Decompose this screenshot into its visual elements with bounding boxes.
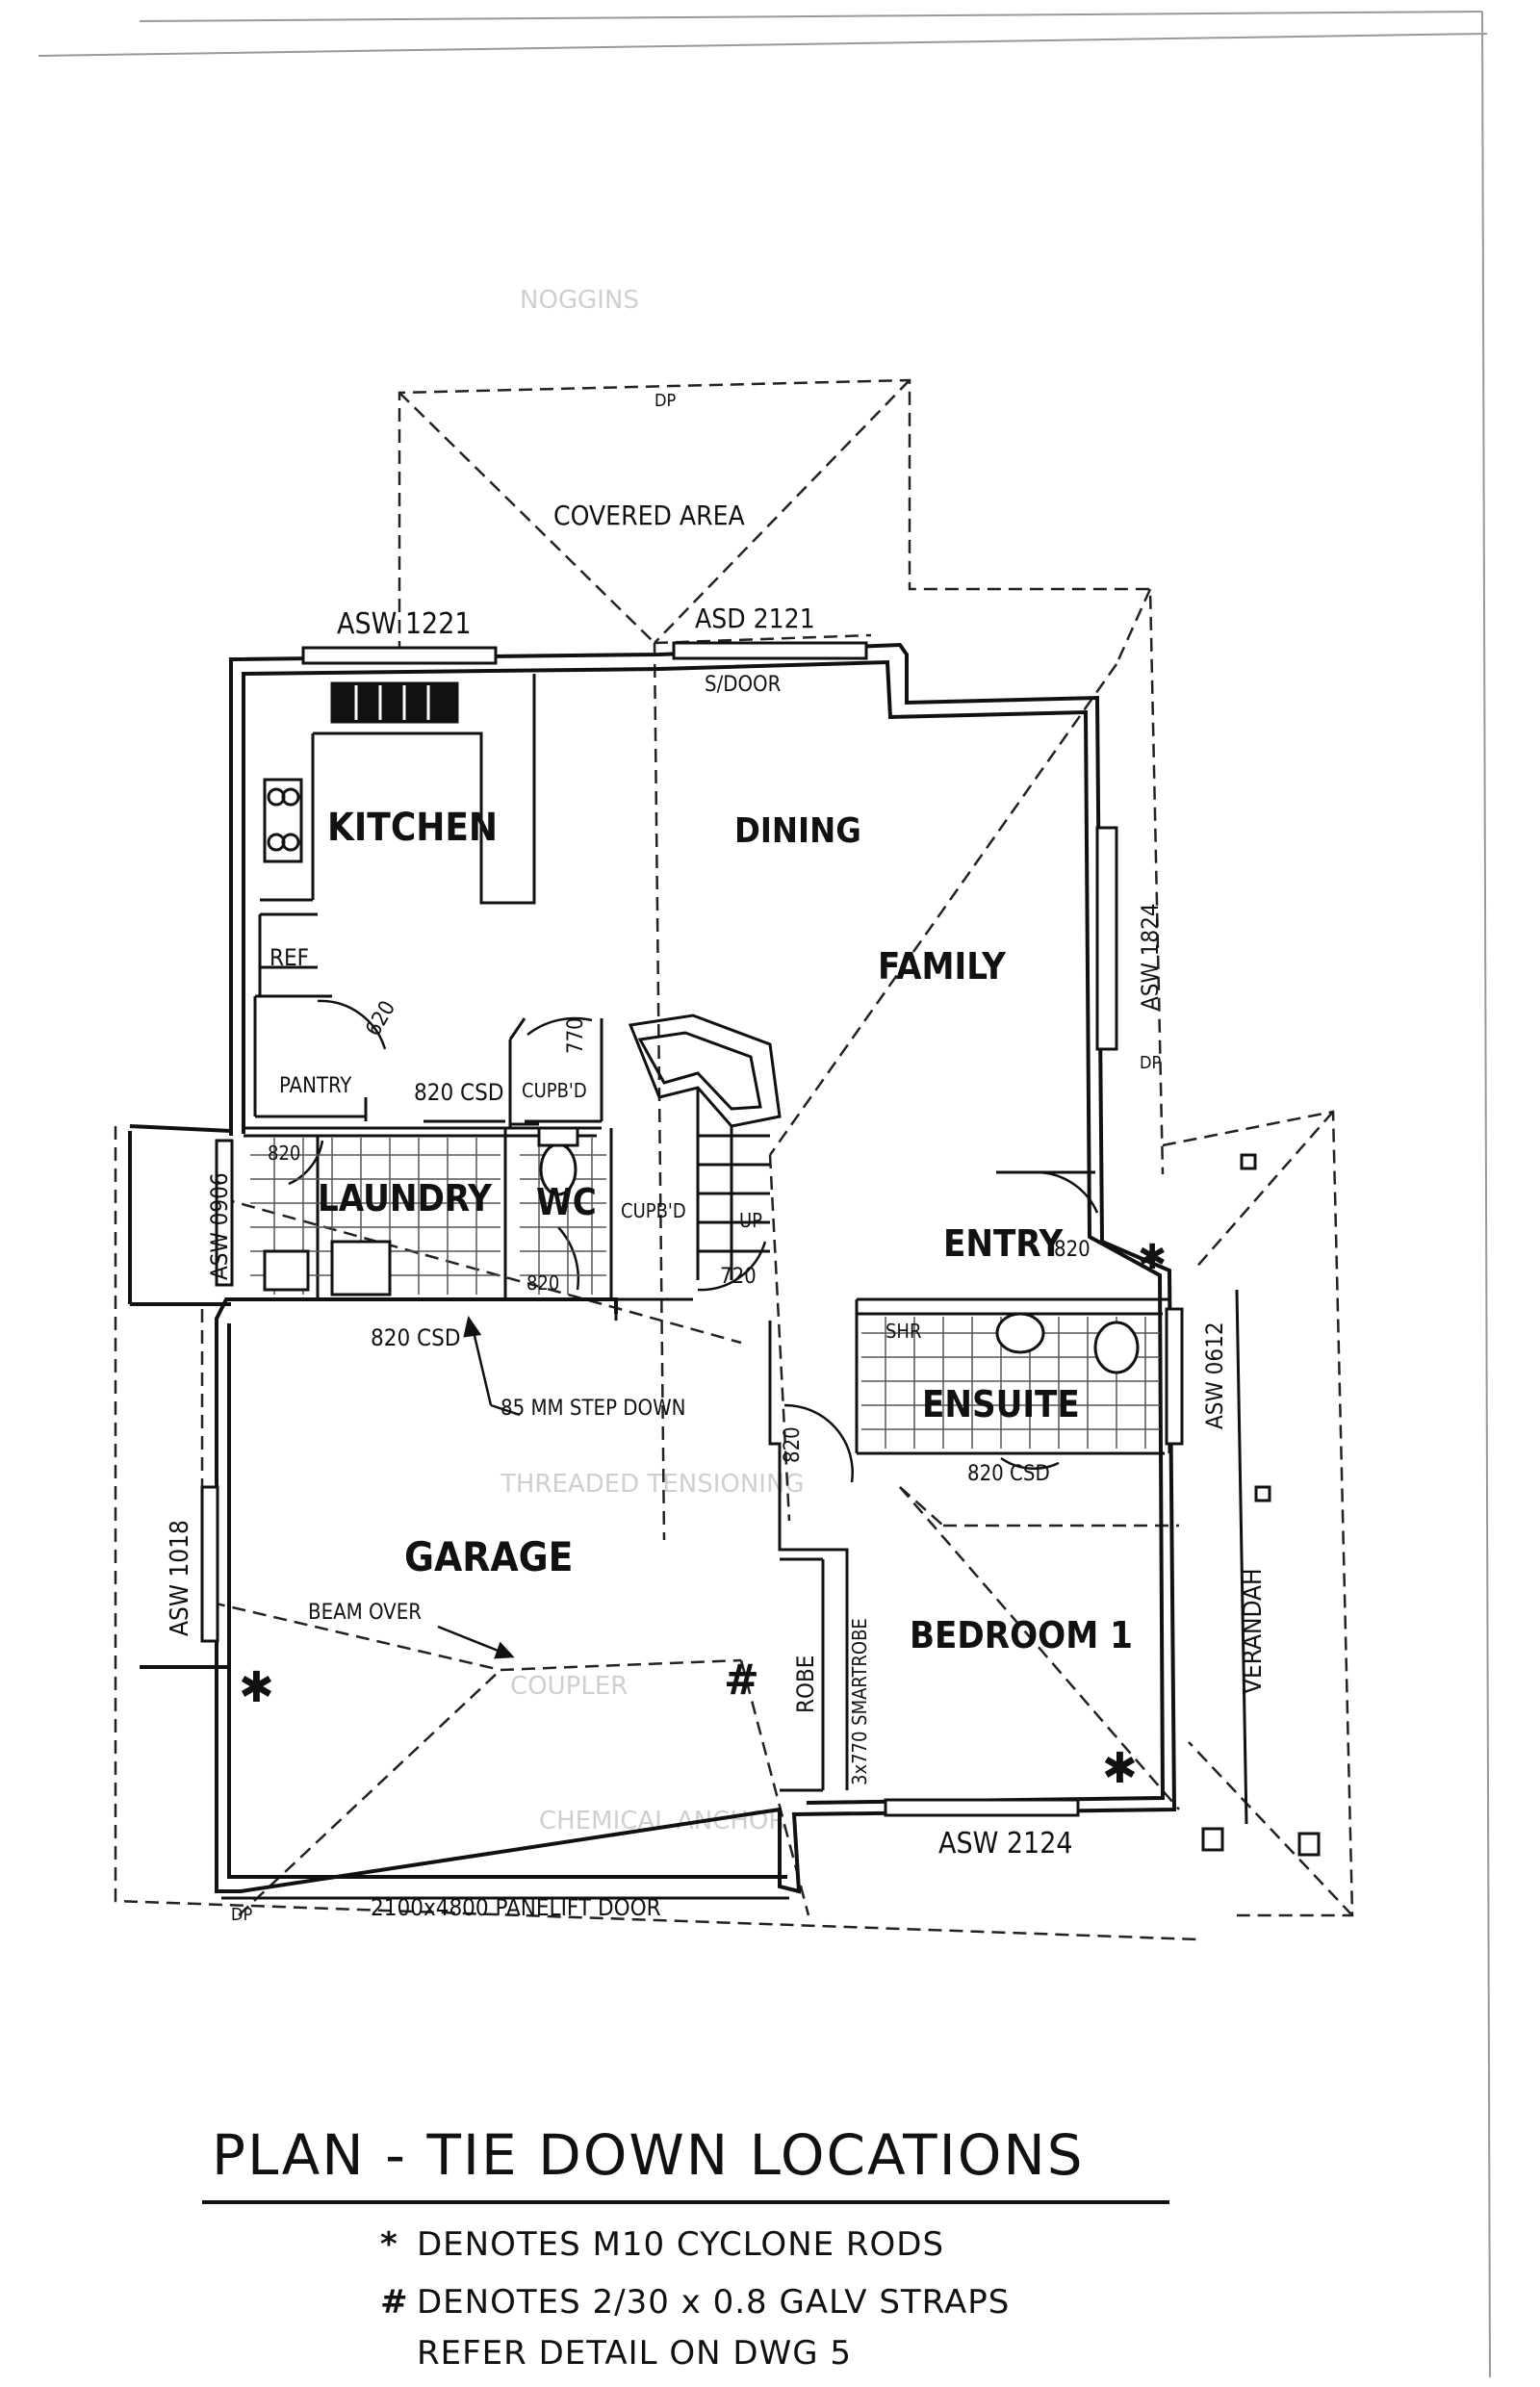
door-820-csd-ensuite-label: 820 CSD bbox=[967, 1462, 1050, 1486]
tie-down-markers: ✱ ✱ ✱ # bbox=[239, 1238, 1167, 1793]
room-label-ref: REF bbox=[270, 944, 309, 971]
door-820-csd-pantry-label: 820 CSD bbox=[414, 1079, 503, 1106]
room-label-garage: GARAGE bbox=[404, 1533, 573, 1580]
panelift-door-label: 2100x4800 PANELIFT DOOR bbox=[371, 1894, 661, 1921]
legend-item-galv-straps: #DENOTES 2/30 x 0.8 GALV STRAPS bbox=[380, 2283, 1010, 2322]
door-620-label: 620 bbox=[362, 997, 401, 1040]
room-label-bedroom: BEDROOM 1 bbox=[910, 1614, 1133, 1656]
door-770-label: 770 bbox=[564, 1017, 588, 1054]
door-820-entry-label: 820 bbox=[1054, 1238, 1091, 1262]
room-labels: KITCHEN DINING FAMILY LAUNDRY WC ENTRY E… bbox=[270, 500, 1268, 1713]
annotation-labels: ASW 1221 ASD 2121 S/DOOR ASW 1824 ASW 09… bbox=[166, 391, 1228, 1925]
room-label-laundry: LAUNDRY bbox=[318, 1177, 493, 1219]
svg-text:COUPLER: COUPLER bbox=[510, 1672, 628, 1701]
drawing-title: PLAN - TIE DOWN LOCATIONS bbox=[212, 2122, 1085, 2188]
leader-arrows bbox=[437, 1315, 521, 1659]
room-label-entry: ENTRY bbox=[943, 1222, 1065, 1265]
legend-symbol: # bbox=[380, 2283, 409, 2322]
door-820-garage-side-label: 820 bbox=[781, 1426, 805, 1463]
door-720-label: 720 bbox=[720, 1265, 757, 1289]
legend-text: DENOTES M10 CYCLONE RODS bbox=[417, 2225, 945, 2264]
room-label-verandah: VERANDAH bbox=[1239, 1568, 1268, 1694]
garage-door-and-verandah bbox=[221, 1153, 1321, 1900]
stair bbox=[628, 1014, 782, 1280]
window-asw-1018-label: ASW 1018 bbox=[166, 1520, 194, 1636]
window-asw-0906-label: ASW 0906 bbox=[206, 1172, 233, 1280]
windows bbox=[200, 641, 1184, 1817]
cupboard-wc-label: CUPB'D bbox=[522, 1079, 587, 1102]
strap-marker: # bbox=[724, 1656, 759, 1705]
window-asw-1221-label: ASW 1221 bbox=[337, 607, 472, 641]
svg-text:THREADED TENSIONING: THREADED TENSIONING bbox=[500, 1470, 805, 1499]
legend-item-refer-detail: REFER DETAIL ON DWG 5 bbox=[380, 2334, 852, 2373]
door-asd-2121-label: ASD 2121 bbox=[695, 603, 815, 634]
downpipe-label-top: DP bbox=[654, 391, 676, 411]
window-asw-0612-label: ASW 0612 bbox=[1201, 1322, 1228, 1429]
window-asw-1824-label: ASW 1824 bbox=[1137, 903, 1164, 1011]
door-swings bbox=[288, 999, 1099, 1483]
room-label-kitchen: KITCHEN bbox=[327, 806, 498, 850]
room-label-wc: WC bbox=[536, 1181, 597, 1223]
legend-symbol: * bbox=[380, 2225, 398, 2264]
fixtures bbox=[263, 1126, 1140, 1374]
smartrobe-label: 3x770 SMARTROBE bbox=[848, 1618, 871, 1785]
room-label-shr: SHR bbox=[886, 1320, 921, 1343]
legend-text: DENOTES 2/30 x 0.8 GALV STRAPS bbox=[417, 2283, 1011, 2322]
scan-sheet-edges bbox=[38, 11, 1491, 2378]
sliding-door-label: S/DOOR bbox=[705, 673, 782, 697]
downpipe-label-bottom: DP bbox=[231, 1905, 252, 1925]
downpipe-label-right: DP bbox=[1140, 1053, 1161, 1073]
cyclone-rod-marker: ✱ bbox=[239, 1663, 274, 1712]
door-820-csd-garage-label: 820 CSD bbox=[371, 1324, 460, 1351]
svg-text:NOGGINS: NOGGINS bbox=[520, 286, 639, 315]
door-820-laundry-label: 820 bbox=[268, 1142, 300, 1165]
cupboard-stair-label: CUPB'D bbox=[621, 1199, 686, 1222]
svg-text:CHEMICAL ANCHOR: CHEMICAL ANCHOR bbox=[539, 1807, 785, 1835]
window-asw-2124-label: ASW 2124 bbox=[938, 1827, 1073, 1861]
beam-over-label: BEAM OVER bbox=[308, 1601, 422, 1625]
room-label-covered-area: COVERED AREA bbox=[553, 500, 746, 531]
legend-text: REFER DETAIL ON DWG 5 bbox=[417, 2334, 852, 2373]
stair-up-label: UP bbox=[739, 1209, 762, 1232]
room-label-pantry: PANTRY bbox=[279, 1074, 352, 1098]
room-label-family: FAMILY bbox=[878, 945, 1007, 988]
room-label-dining: DINING bbox=[734, 811, 861, 851]
title-underline bbox=[202, 2200, 1169, 2204]
room-label-robe: ROBE bbox=[792, 1656, 819, 1713]
cyclone-rod-marker: ✱ bbox=[1138, 1238, 1167, 1277]
kitchen-fittings bbox=[260, 674, 536, 905]
step-down-label: 85 MM STEP DOWN bbox=[500, 1397, 685, 1421]
door-820-wc-label: 820 bbox=[526, 1271, 559, 1295]
legend-item-cyclone-rods: * DENOTES M10 CYCLONE RODS bbox=[380, 2225, 944, 2264]
show-through-ghosting: NOGGINS THREADED TENSIONING COUPLER CHEM… bbox=[500, 286, 805, 1835]
room-label-ensuite: ENSUITE bbox=[922, 1383, 1080, 1425]
cyclone-rod-marker: ✱ bbox=[1102, 1744, 1138, 1793]
